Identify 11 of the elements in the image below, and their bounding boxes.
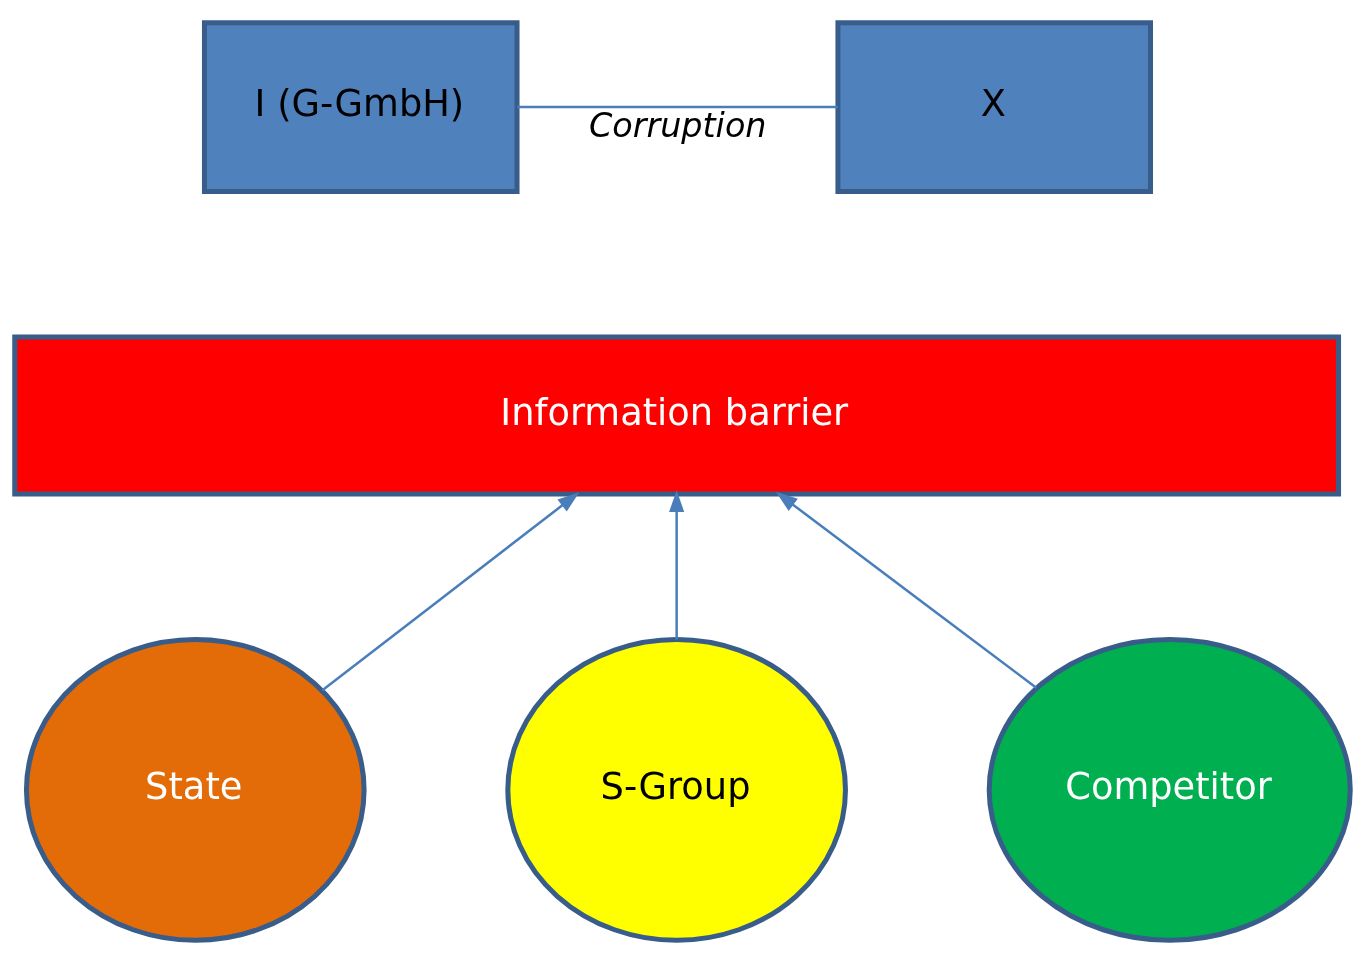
node-box: Information barrier bbox=[12, 334, 1342, 497]
node-ellipse: State bbox=[23, 636, 367, 943]
arrow bbox=[669, 490, 685, 640]
node-box: I (G-GmbH) bbox=[201, 20, 520, 194]
node-box: X bbox=[835, 20, 1153, 194]
arrow bbox=[775, 491, 1038, 689]
connector bbox=[517, 105, 838, 109]
arrow bbox=[321, 492, 580, 692]
edge-label: Corruption bbox=[588, 106, 767, 146]
node-ellipse: Competitor bbox=[986, 636, 1353, 943]
node-ellipse: S-Group bbox=[505, 636, 848, 943]
